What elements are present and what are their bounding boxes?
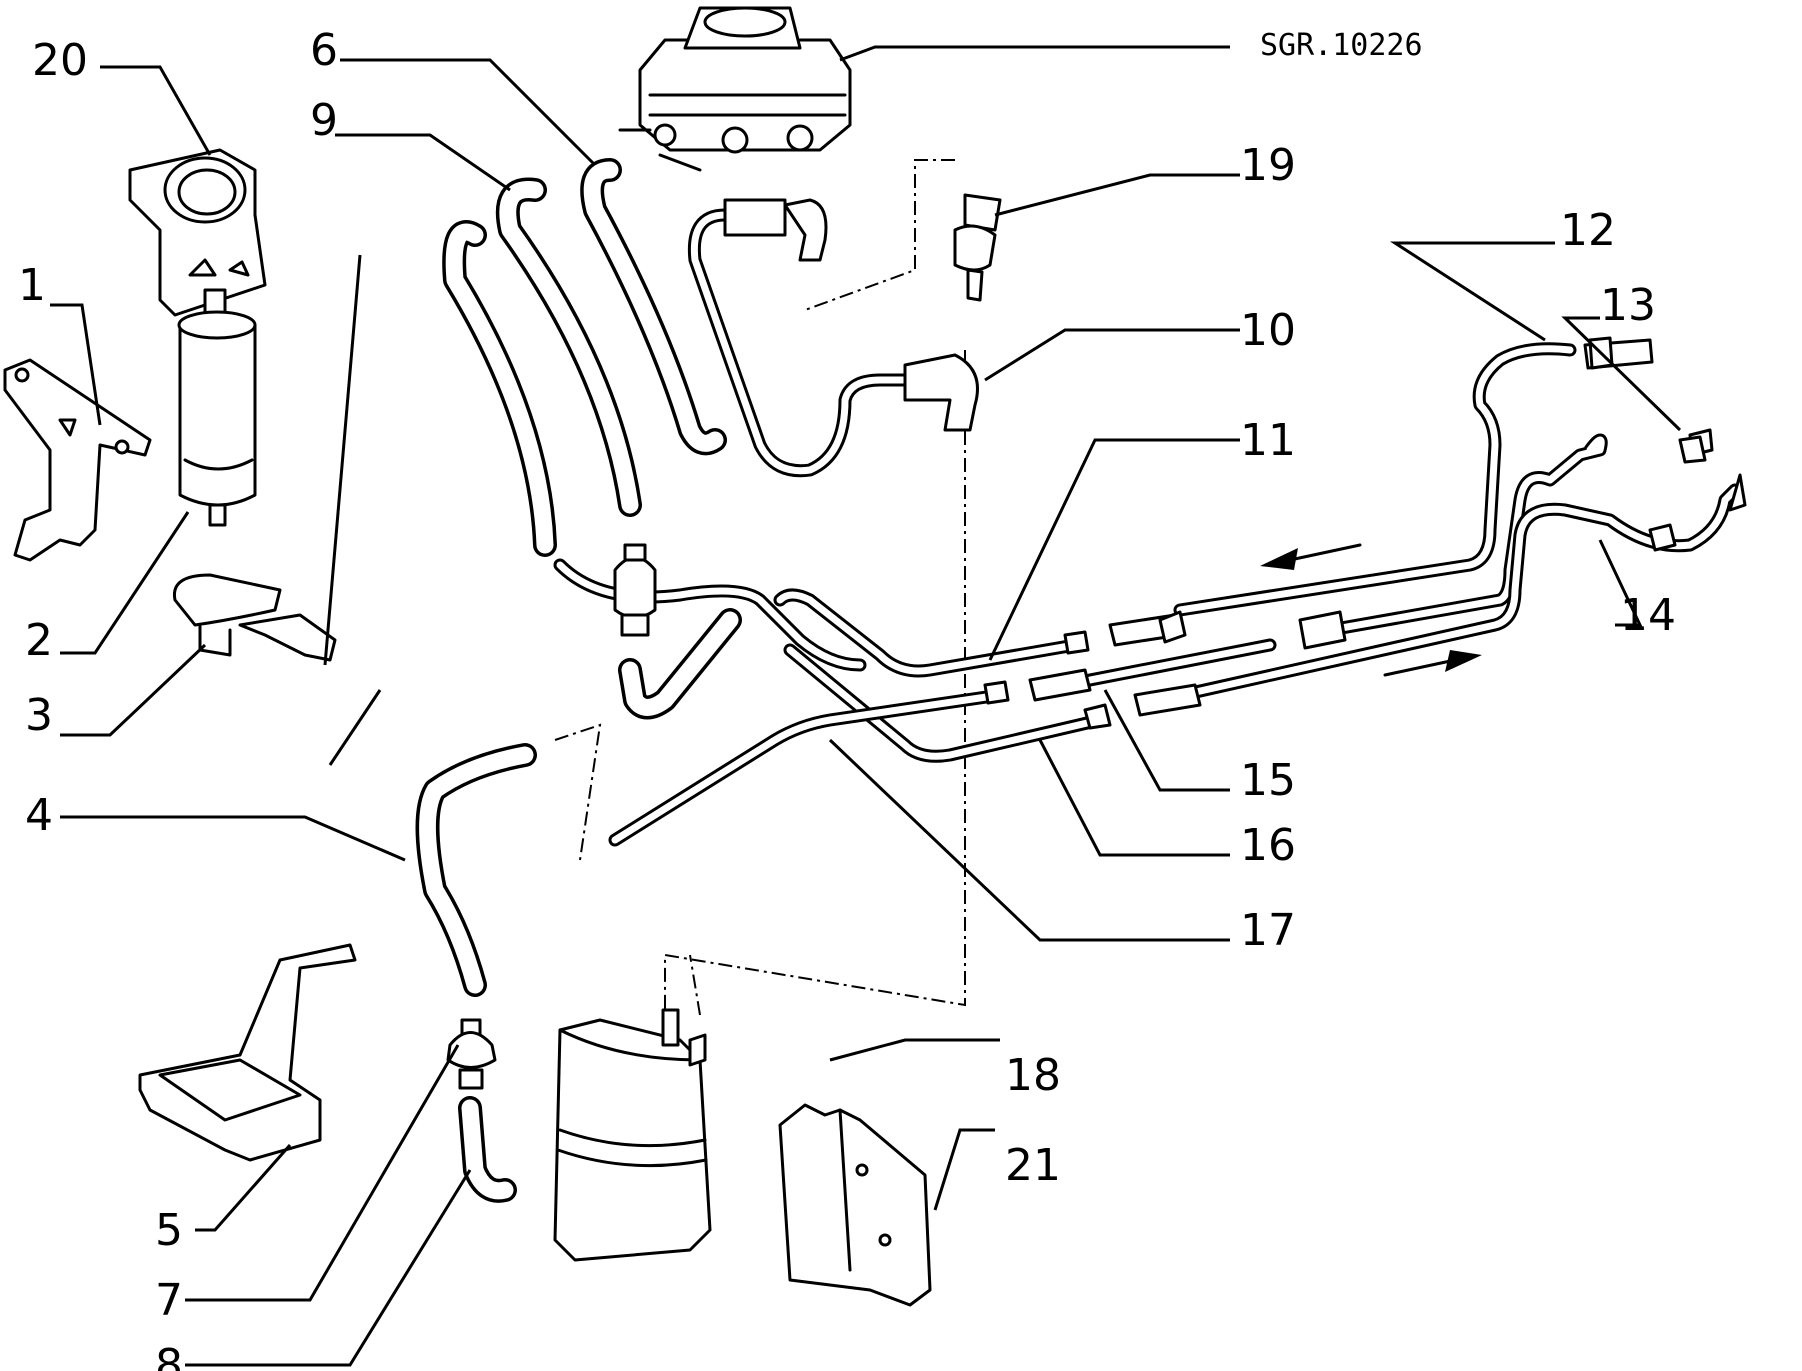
part-1-bracket (3, 358, 152, 562)
pipe-bundle (553, 336, 1747, 847)
callout-12: 12 (1560, 205, 1616, 256)
callout-20: 20 (32, 35, 88, 86)
return-pipe-and-elbow (687, 198, 979, 478)
callout-14: 14 (1620, 590, 1676, 641)
callout-21: 21 (1005, 1140, 1061, 1191)
part-8-elbow (458, 1096, 517, 1203)
callout-9: 9 (310, 95, 338, 146)
part-18-canister (553, 1008, 712, 1262)
part-7-valve (446, 1018, 497, 1090)
part-2-fuel-filter (177, 288, 257, 527)
callout-6: 6 (310, 25, 338, 76)
callout-18: 18 (1005, 1050, 1061, 1101)
callout-7: 7 (155, 1275, 183, 1326)
part-20-filter-bracket (128, 148, 267, 317)
part-4-hose (415, 743, 537, 997)
callout-5: 5 (155, 1205, 183, 1256)
flow-arrow-left-head-icon (1260, 548, 1298, 570)
part-5-support (138, 943, 357, 1162)
callout-3: 3 (25, 690, 53, 741)
leader-lines (50, 45, 1682, 1367)
callout-16: 16 (1240, 820, 1296, 871)
vent-hoses (442, 158, 727, 557)
part-19-valve (953, 193, 1002, 302)
flow-arrow-right-head-icon (1445, 650, 1482, 672)
reference-code: SGR.10226 (1260, 28, 1423, 63)
callout-1: 1 (18, 260, 46, 311)
callout-17: 17 (1240, 905, 1296, 956)
callout-15: 15 (1240, 755, 1296, 806)
part-21-heat-shield (778, 1103, 932, 1307)
callout-11: 11 (1240, 415, 1296, 466)
pressure-regulator (613, 543, 742, 720)
carburettor (618, 6, 852, 172)
alignment-lines (554, 159, 966, 1016)
callout-4: 4 (25, 790, 53, 841)
flow-arrow-right-icon (1383, 658, 1457, 677)
flow-arrow-left-icon (1288, 543, 1362, 562)
labels: SGR.10226 20 1 2 3 4 5 7 8 6 9 19 10 11 … (18, 25, 1676, 1371)
callout-13: 13 (1600, 280, 1656, 331)
part-3-clamp (172, 573, 337, 662)
callout-8: 8 (155, 1340, 183, 1371)
callout-19: 19 (1240, 140, 1296, 191)
callout-10: 10 (1240, 305, 1296, 356)
callout-2: 2 (25, 615, 53, 666)
flow-arrows (1260, 543, 1482, 677)
